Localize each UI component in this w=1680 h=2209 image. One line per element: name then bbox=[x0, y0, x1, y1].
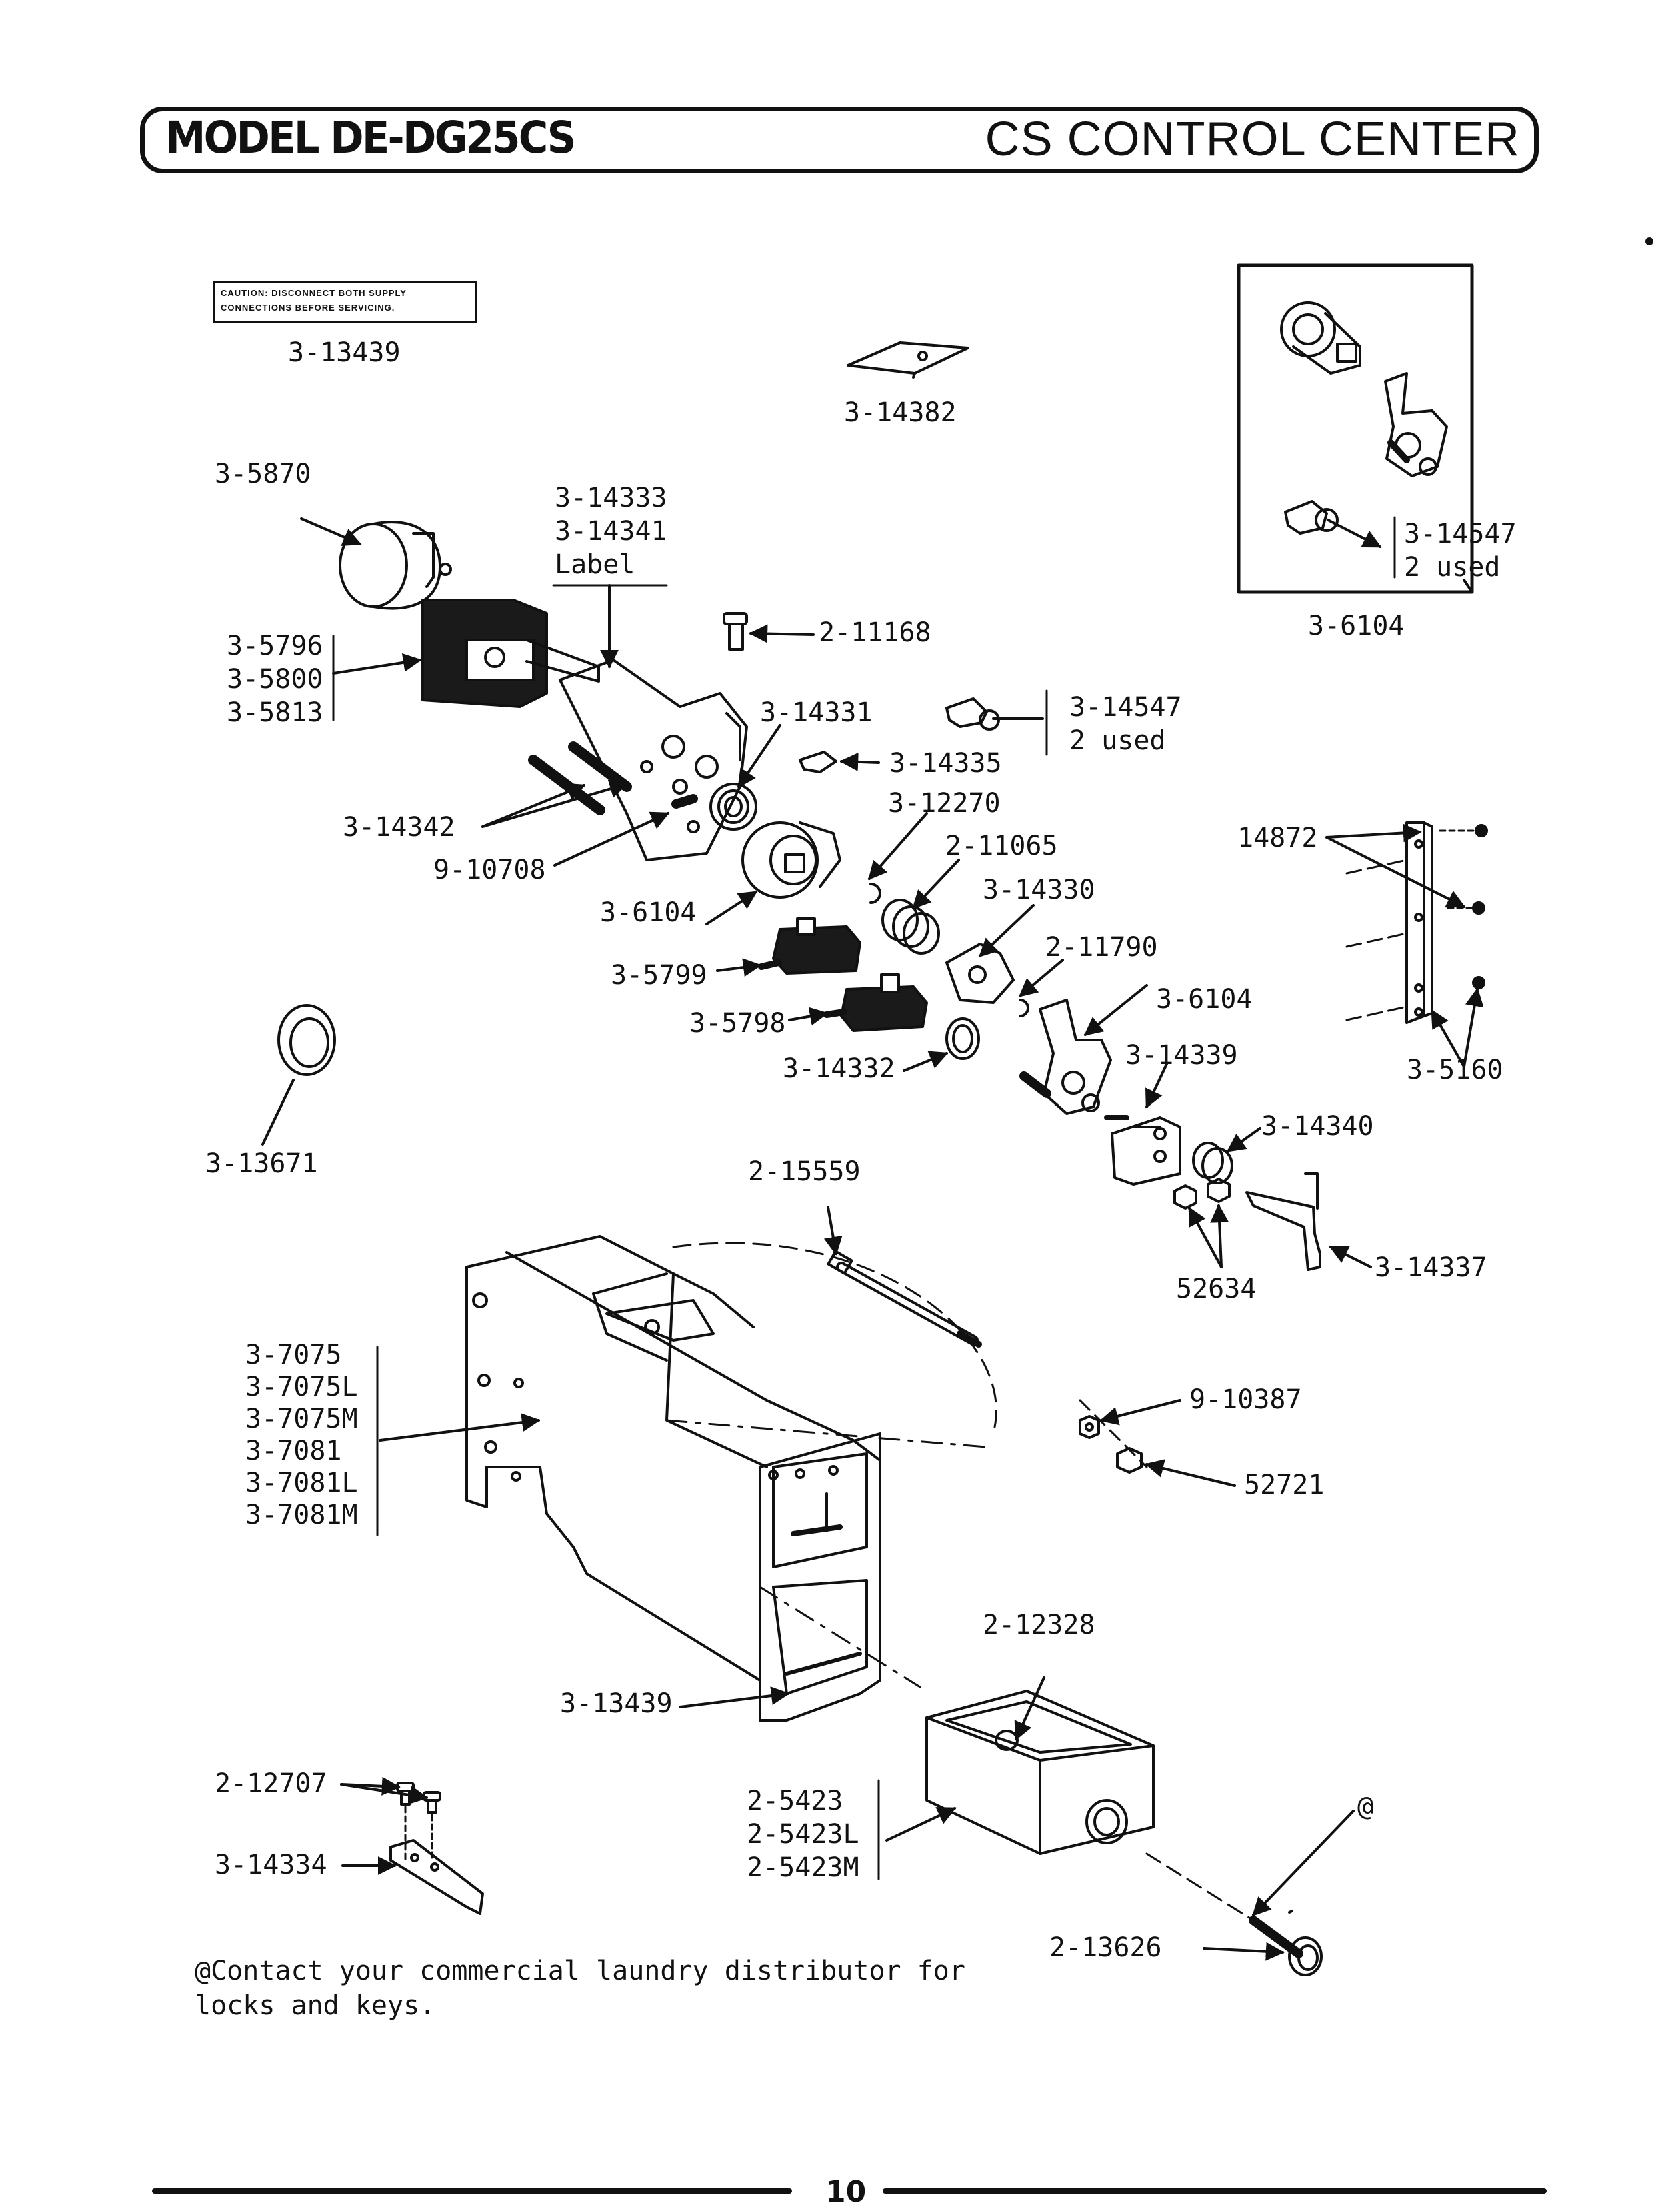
part-label: 3-13439 bbox=[288, 337, 401, 368]
part-label: 3-5870 bbox=[215, 459, 311, 489]
part-label: 3-14342 bbox=[343, 812, 455, 843]
slide-switches bbox=[716, 917, 928, 1032]
part-label: 3-14332 bbox=[783, 1053, 895, 1084]
leader-3-13439 bbox=[679, 1686, 790, 1708]
part-label: 3-14331 bbox=[760, 697, 873, 728]
footer-rule-right bbox=[883, 2188, 1547, 2194]
part-label: 2-11790 bbox=[1045, 932, 1158, 963]
coin-box bbox=[877, 1676, 1155, 1880]
caution-label: CAUTION: DISCONNECT BOTH SUPPLY CONNECTI… bbox=[213, 281, 477, 323]
part-label: 3-14339 bbox=[1125, 1040, 1238, 1071]
part-label: 3-14334 bbox=[215, 1850, 327, 1880]
mounting-bracket bbox=[559, 659, 748, 861]
model-title: MODEL DE-DG25CS bbox=[165, 112, 576, 163]
part-label-group: 3-7075 3-7075L 3-7075M 3-7081 3-7081L 3-… bbox=[245, 1340, 358, 1530]
part-label: 3-6104 bbox=[1156, 984, 1253, 1015]
switch-block bbox=[332, 599, 600, 721]
part-label: 52634 bbox=[1176, 1274, 1257, 1304]
washer-nut bbox=[1079, 1399, 1236, 1487]
part-label: 3-13671 bbox=[205, 1148, 318, 1179]
spring-nuts-lever bbox=[1173, 1127, 1372, 1271]
part-label: 3-14382 bbox=[844, 397, 957, 428]
footer-rule-left bbox=[152, 2188, 792, 2194]
caution-line-1: CAUTION: DISCONNECT BOTH SUPPLY bbox=[221, 288, 407, 298]
part-label: 3-14337 bbox=[1375, 1252, 1487, 1283]
lock-2-13626 bbox=[1145, 1810, 1355, 1976]
header-frame bbox=[140, 107, 1539, 173]
timer-motor bbox=[300, 517, 452, 610]
spring-3-14331 bbox=[553, 724, 781, 867]
part-label: 2-12707 bbox=[215, 1768, 327, 1799]
ring-spring-cam bbox=[868, 812, 1064, 1017]
footnote: @Contact your commercial laundry distrib… bbox=[195, 1956, 965, 2021]
part-label: 2-13626 bbox=[1049, 1932, 1162, 1963]
part-label-group: 3-14547 2 used bbox=[1404, 519, 1517, 583]
part-label: 3-12270 bbox=[888, 788, 1001, 819]
part-label: 52721 bbox=[1244, 1470, 1325, 1500]
section-title: CS CONTROL CENTER bbox=[985, 113, 1520, 166]
grommet-3-13671 bbox=[261, 1004, 336, 1146]
page-number: 10 bbox=[825, 2175, 867, 2209]
stray-dot bbox=[1645, 237, 1653, 245]
part-label: 2-11065 bbox=[945, 831, 1058, 861]
caution-line-2: CONNECTIONS BEFORE SERVICING. bbox=[221, 303, 395, 313]
lock-cylinder bbox=[705, 821, 841, 925]
part-label-group: 3-14333 3-14341 Label bbox=[555, 483, 667, 580]
part-label: 3-5799 bbox=[611, 960, 707, 991]
side-bracket bbox=[1325, 821, 1488, 1068]
part-label: @ bbox=[1357, 1791, 1374, 1822]
screw-2-11168 bbox=[723, 612, 815, 651]
part-label: 2-11168 bbox=[819, 617, 931, 648]
part-label: 9-10387 bbox=[1189, 1384, 1302, 1415]
part-label: 2-12328 bbox=[983, 1610, 1095, 1640]
rod-2-15559 bbox=[823, 1206, 982, 1348]
part-label: 3-13439 bbox=[560, 1688, 673, 1719]
cam-bracket bbox=[1019, 984, 1181, 1186]
part-label-group: 3-5796 3-5800 3-5813 bbox=[227, 631, 323, 728]
part-label: 14872 bbox=[1237, 823, 1318, 853]
part-label: 3-6104 bbox=[1308, 611, 1405, 641]
part-label: 3-5160 bbox=[1407, 1055, 1503, 1085]
key-parts-mid bbox=[799, 689, 1048, 773]
control-cabinet bbox=[376, 1235, 997, 1722]
part-label: 3-14330 bbox=[983, 875, 1095, 905]
spring-3-14332 bbox=[903, 1017, 980, 1072]
plate-3-14382 bbox=[847, 341, 969, 379]
part-label: 9-10708 bbox=[433, 855, 546, 885]
part-label: 2-15559 bbox=[748, 1156, 861, 1187]
part-label: 3-14335 bbox=[889, 748, 1002, 779]
part-label: 3-14340 bbox=[1261, 1111, 1374, 1142]
part-label-group: 3-14547 2 used bbox=[1069, 692, 1182, 756]
screws-bracket-bottom bbox=[340, 1776, 484, 1915]
part-label: 3-5798 bbox=[689, 1008, 786, 1039]
part-label-group: 2-5423 2-5423L 2-5423M bbox=[747, 1786, 859, 1883]
part-label: 3-6104 bbox=[600, 897, 697, 928]
bolts-3-14342 bbox=[481, 741, 632, 828]
inset-box bbox=[1237, 263, 1474, 594]
